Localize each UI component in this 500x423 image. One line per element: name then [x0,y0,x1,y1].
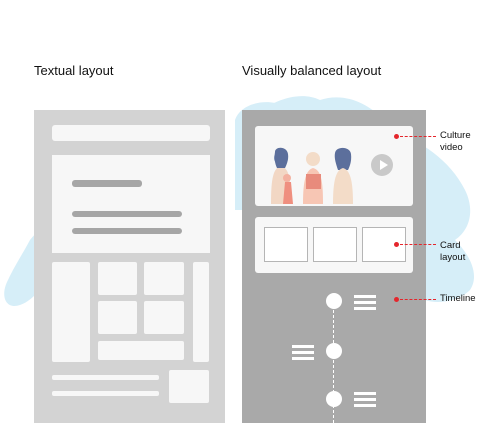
play-icon [380,160,388,170]
card-layout-label: Card layout [440,240,465,264]
timeline-text-3a [354,392,376,395]
timeline-node-2 [326,343,342,359]
grid-cell-1 [98,262,137,295]
card-1 [264,227,308,262]
balanced-layout-panel [242,110,426,423]
culture-video-callout-line [400,136,436,137]
side-column-right [193,262,209,362]
culture-video-callout-dot [394,134,399,139]
timeline-text-2c [292,357,314,360]
textual-layout-panel [34,110,225,423]
timeline-callout-dot [394,297,399,302]
grid-cell-3 [98,301,137,334]
hero-text-bar-1 [72,211,182,217]
card-layout-callout-dot [394,242,399,247]
card-layout-label-line1: Card [440,240,461,251]
card-layout-block [255,217,413,273]
hero-block [52,155,210,253]
card-layout-label-line2: layout [440,252,466,263]
header-bar [52,125,210,141]
timeline-text-3b [354,398,376,401]
timeline-text-1c [354,307,376,310]
timeline-text-2a [292,345,314,348]
play-button[interactable] [371,154,393,176]
timeline-text-1a [354,295,376,298]
people-illustration [271,147,353,204]
left-title: Textual layout [34,63,114,78]
right-title: Visually balanced layout [242,63,382,78]
timeline-axis [333,295,334,423]
timeline-text-1b [354,301,376,304]
culture-video-label-line1: Culture [440,130,471,141]
footer-thumbnail [169,370,209,403]
culture-video-label-line2: video [440,142,463,153]
hero-text-bar-2 [72,228,182,234]
timeline-callout-line [400,299,436,300]
footer-line-2 [52,391,159,396]
timeline-text-2b [292,351,314,354]
grid-wide-cell [98,341,184,360]
culture-video-block [255,126,413,206]
culture-video-label: Culture video [440,130,471,154]
footer-line-1 [52,375,159,380]
card-2 [313,227,357,262]
grid-cell-2 [144,262,184,295]
hero-title-bar [72,180,142,187]
timeline-label: Timeline [440,293,476,304]
timeline-node-3 [326,391,342,407]
grid-cell-4 [144,301,184,334]
side-column-left [52,262,90,362]
timeline-text-3c [354,404,376,407]
timeline-node-1 [326,293,342,309]
card-layout-callout-line [400,244,436,245]
